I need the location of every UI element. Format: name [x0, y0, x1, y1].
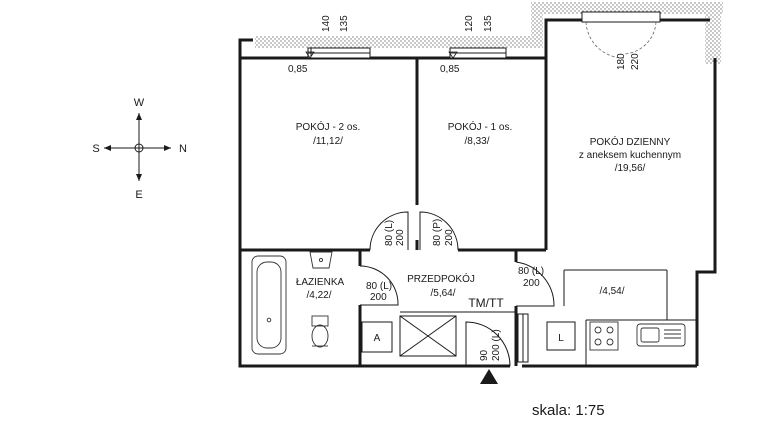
- marker-a: A: [374, 333, 381, 344]
- window-2-sill: 0,85: [440, 64, 460, 75]
- compass-arrow-w-icon: [136, 113, 142, 120]
- scale-label: skala: 1:75: [532, 402, 605, 419]
- compass-w-label: W: [134, 97, 145, 109]
- door-dzienny-height: 200: [523, 278, 540, 289]
- door-pokoj2-swing-icon: [369, 211, 409, 251]
- wardrobe: [399, 315, 457, 357]
- room-dzienny-area: /19,56/: [615, 163, 646, 174]
- door-entrance-swing-icon: [465, 321, 511, 367]
- compass-arrow-n-icon: [164, 145, 171, 151]
- room-pokoj2-name: POKÓJ - 2 os.: [296, 120, 360, 133]
- window-2-height: 135: [483, 15, 494, 32]
- compass: W E S N: [92, 97, 187, 201]
- marker-l: L: [558, 333, 564, 344]
- marker-l-box: [546, 321, 576, 351]
- balcony-door: [581, 11, 661, 23]
- door-lazienka-height: 200: [370, 292, 387, 303]
- window-2-width: 120: [464, 15, 475, 32]
- door-pokoj1-width: 80 (P): [432, 219, 443, 246]
- room-dzienny-name: POKÓJ DZIENNY: [590, 135, 671, 148]
- door-pokoj1-swing-icon: [419, 211, 459, 251]
- compass-e-label: E: [135, 189, 142, 201]
- window-1-height: 135: [339, 15, 350, 32]
- door-lazienka-swing-icon: [359, 265, 399, 306]
- marker-tm: TM/TT: [468, 296, 504, 310]
- door-entrance-height: 200 (L): [491, 329, 502, 361]
- window-3-height: 220: [630, 53, 641, 70]
- room-dzienny-sub: z aneksem kuchennym: [579, 150, 681, 161]
- window-3-width: 180: [616, 53, 627, 70]
- window-2-marker-icon: [448, 51, 458, 59]
- door-lazienka-width: 80 (L): [366, 281, 392, 292]
- room-lazienka-area: /4,22/: [306, 290, 331, 301]
- utility-markers: A TM/TT L: [361, 296, 576, 363]
- compass-arrow-e-icon: [136, 174, 142, 181]
- door-labels: 80 (L) 200 80 (P) 200 80 (L) 200 80 (L) …: [366, 219, 544, 361]
- compass-center-icon: [134, 143, 144, 153]
- sink-icon: [309, 251, 333, 269]
- room-lazienka-name: ŁAZIENKA: [296, 277, 345, 288]
- bathroom-fixtures: [251, 251, 333, 355]
- window-1-marker-icon: [305, 51, 315, 59]
- door-dzienny-width: 80 (L): [518, 266, 544, 277]
- room-kitchen-area: /4,54/: [599, 286, 624, 297]
- kitchen-counter: [563, 269, 697, 366]
- entrance-arrow-icon: [480, 369, 498, 384]
- door-entrance-width: 90: [479, 349, 490, 361]
- exterior-wall-hatch: [255, 2, 723, 64]
- window-1-width: 140: [321, 15, 332, 32]
- toilet-icon: [311, 315, 329, 327]
- room-przedpokoj-area: /5,64/: [430, 288, 455, 299]
- room-przedpokoj-name: PRZEDPOKÓJ: [407, 272, 475, 285]
- room-pokoj1-area: /8,33/: [464, 136, 489, 147]
- walls: [238, 18, 717, 368]
- kitchen-sink-icon: [636, 323, 686, 347]
- doors: [359, 211, 555, 384]
- compass-n-label: N: [179, 143, 187, 155]
- cooktop-icon: [589, 321, 619, 351]
- room-pokoj2-area: /11,12/: [313, 136, 343, 147]
- compass-s-label: S: [92, 143, 99, 155]
- compass-arrow-s-icon: [104, 145, 111, 151]
- door-pokoj2-height: 200: [395, 229, 406, 246]
- room-labels: POKÓJ - 2 os. /11,12/ POKÓJ - 1 os. /8,3…: [296, 120, 681, 301]
- window-dimensions: 140 135 120 135 180 220 0,85 0,85: [288, 15, 641, 75]
- window-1-sill: 0,85: [288, 64, 308, 75]
- door-pokoj1-height: 200: [444, 229, 455, 246]
- door-pokoj2-width: 80 (L): [384, 220, 395, 246]
- door-dzienny-swing-icon: [515, 261, 555, 307]
- marker-a-box: [361, 321, 393, 353]
- room-pokoj1-name: POKÓJ - 1 os.: [448, 120, 512, 133]
- windows: [305, 11, 661, 59]
- bathtub-icon: [251, 255, 287, 355]
